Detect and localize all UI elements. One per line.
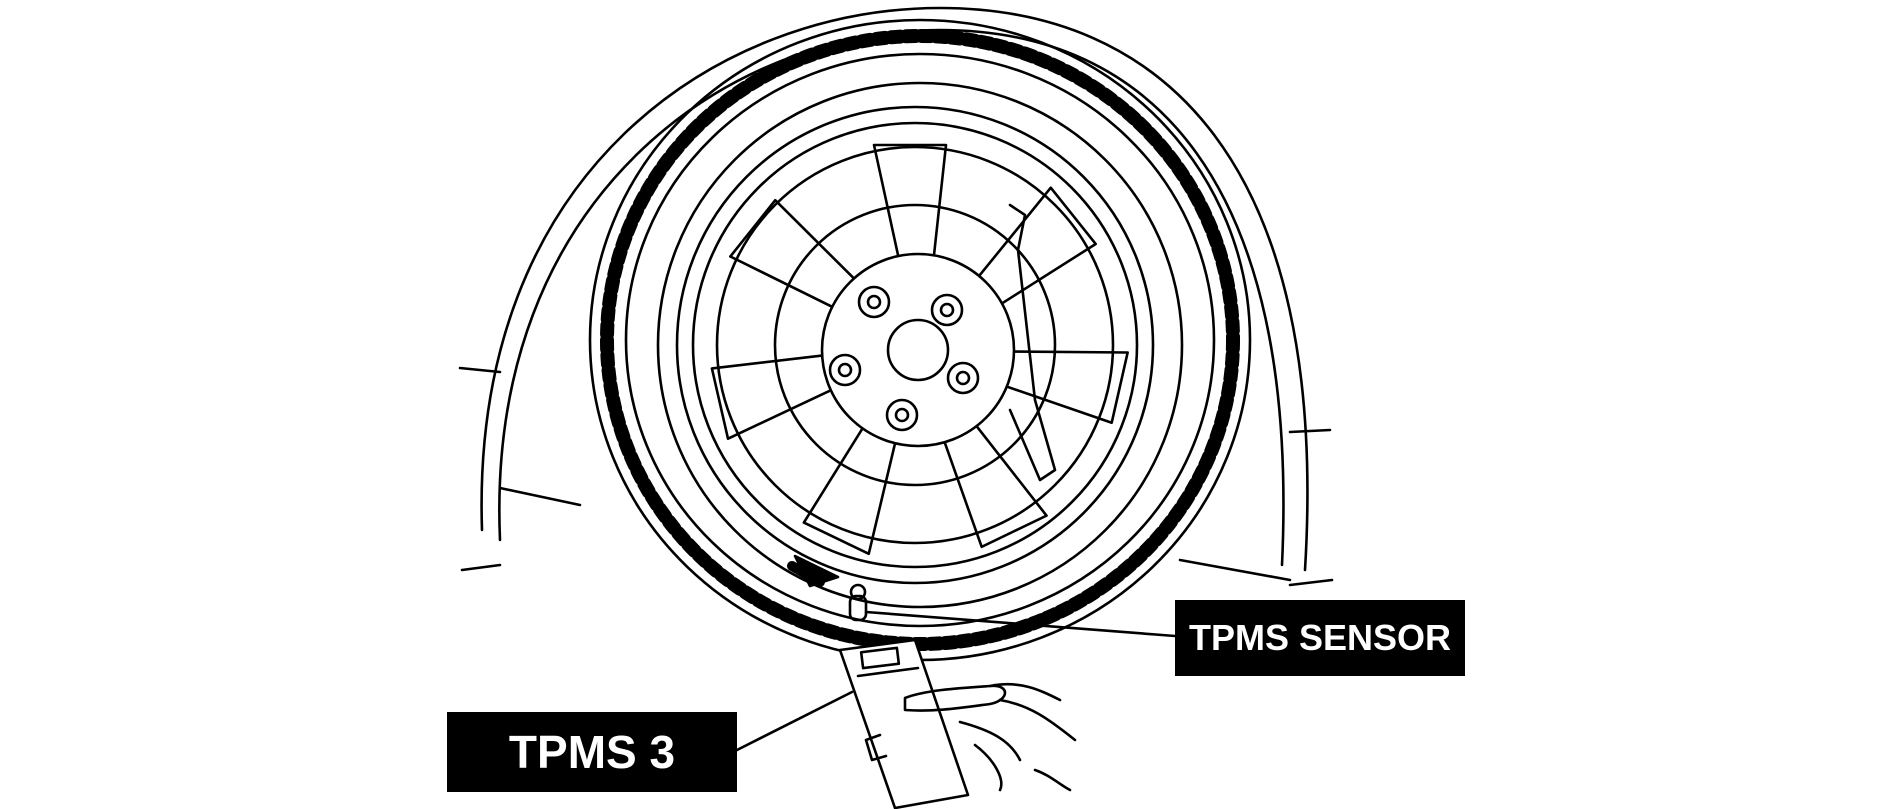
lug-nuts bbox=[828, 285, 980, 432]
lug-nut bbox=[894, 407, 910, 423]
valve-stem bbox=[848, 594, 868, 622]
body-bottom-left bbox=[460, 563, 502, 572]
tpms-sensor-label: TPMS SENSOR bbox=[1175, 600, 1465, 676]
tool-display bbox=[859, 646, 901, 670]
lug-nut bbox=[837, 362, 853, 378]
arrow-shaft bbox=[787, 561, 825, 587]
hand-finger-tip bbox=[864, 733, 888, 762]
lug-nut bbox=[955, 370, 971, 386]
rim-lip bbox=[691, 121, 1139, 569]
arrow-icon bbox=[787, 554, 840, 588]
spoke bbox=[802, 380, 910, 556]
wheel-icon bbox=[675, 105, 1155, 585]
center-bore bbox=[886, 318, 950, 382]
tire-inner-edge bbox=[624, 52, 1216, 628]
body-line-right bbox=[1288, 428, 1332, 434]
hand-wrist bbox=[998, 698, 1077, 792]
fender-arch-outer bbox=[480, 6, 1309, 572]
tpms-tool-label: TPMS 3 bbox=[447, 712, 737, 792]
tire-sidewall bbox=[656, 81, 1184, 609]
tire bbox=[588, 18, 1252, 662]
lug-nut bbox=[939, 302, 955, 318]
rim-barrel bbox=[715, 145, 1115, 545]
body-sill-right bbox=[1178, 558, 1292, 582]
spoke bbox=[872, 143, 948, 312]
body-line-left bbox=[458, 366, 502, 374]
lug-nut bbox=[930, 293, 964, 327]
sensor-leader-line bbox=[864, 610, 1177, 638]
spoke bbox=[925, 381, 1048, 549]
hand-thumb bbox=[903, 684, 1007, 712]
handheld-tool-icon bbox=[838, 638, 970, 809]
tpms-tool-label-text: TPMS 3 bbox=[508, 726, 676, 778]
tool-screen-line bbox=[856, 666, 920, 678]
spoke bbox=[942, 186, 1097, 335]
hub-face bbox=[820, 252, 1016, 448]
brake-caliper bbox=[1008, 203, 1057, 482]
lug-nut bbox=[866, 294, 882, 310]
rim-brake-disc bbox=[773, 203, 1057, 487]
body-sill-left bbox=[498, 486, 582, 507]
lug-nut bbox=[828, 353, 862, 387]
spoke bbox=[729, 198, 895, 333]
tpms-sensor-label-text: TPMS SENSOR bbox=[1188, 617, 1452, 658]
lug-nut bbox=[857, 285, 891, 319]
hand-fingers bbox=[958, 682, 1062, 792]
lug-nut bbox=[946, 361, 980, 395]
body-bottom-right bbox=[1288, 578, 1334, 587]
rim-outer bbox=[675, 105, 1155, 585]
valve-cap bbox=[849, 583, 867, 601]
hand-icon bbox=[864, 682, 1077, 792]
tool-leader-line bbox=[735, 690, 854, 752]
spoke bbox=[710, 347, 883, 440]
lug-nut bbox=[885, 398, 919, 432]
tool-body bbox=[838, 638, 970, 809]
tire-tread-band bbox=[600, 29, 1240, 651]
valve-sensor-icon bbox=[848, 583, 868, 622]
